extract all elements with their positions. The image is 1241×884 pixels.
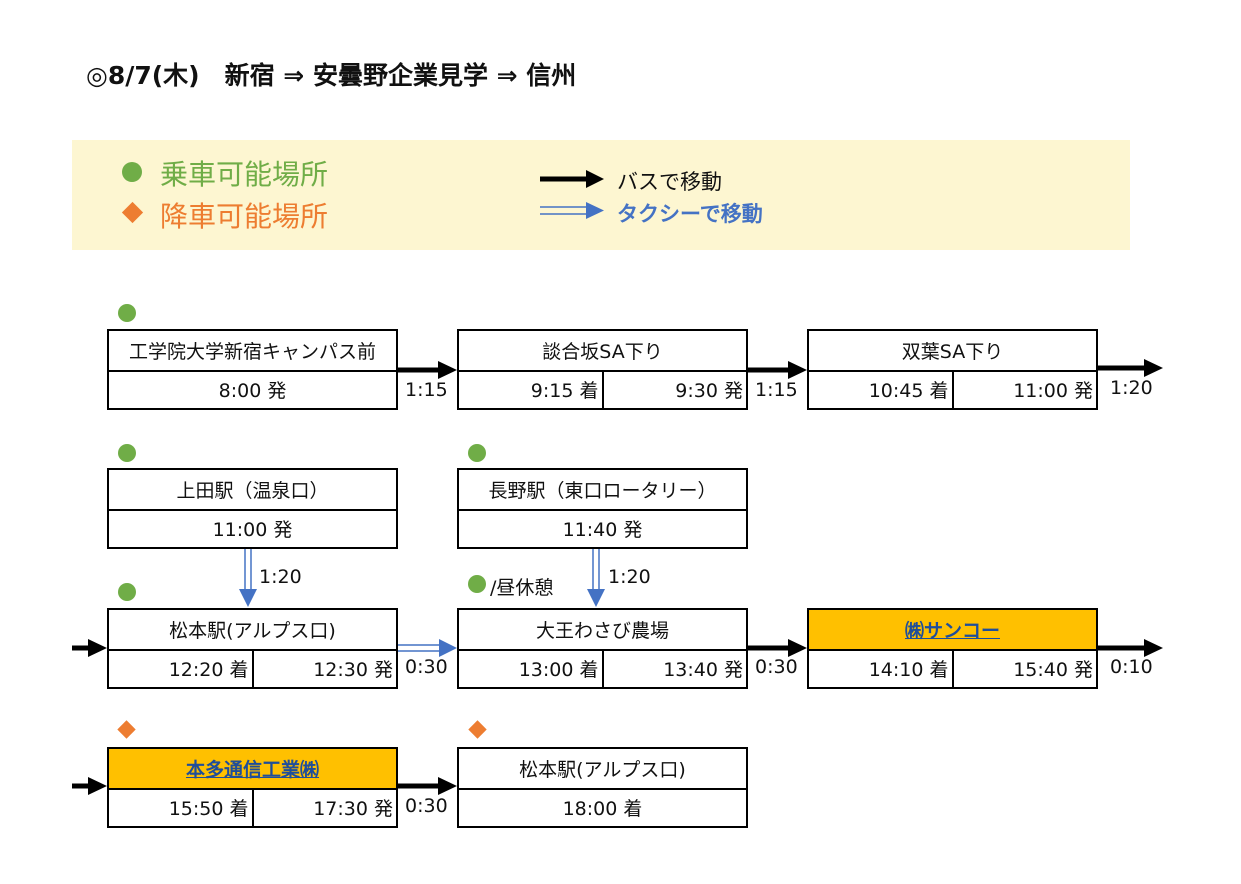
taxi-arrow-row3 xyxy=(397,639,457,657)
stop-name: 松本駅(アルプス口) xyxy=(109,610,396,651)
departure-time: 13:40 発 xyxy=(601,650,747,687)
bus-arrow-in-row3 xyxy=(72,639,107,657)
bus-arrow-in-row4 xyxy=(72,777,107,795)
stop-ueda: 上田駅（温泉口） 11:00 発 xyxy=(107,468,398,549)
bus-arrow-4 xyxy=(747,639,807,657)
departure-time: 8:00 発 xyxy=(218,380,287,402)
stop-nagano: 長野駅（東口ロータリー） 11:40 発 xyxy=(457,468,748,549)
arrival-time: 12:20 着 xyxy=(168,659,249,681)
stop-name: 長野駅（東口ロータリー） xyxy=(459,470,746,511)
legend-boarding-label: 乗車可能場所 xyxy=(160,158,329,191)
stop-sanko: ㈱サンコー 14:10 着 15:40 発 xyxy=(807,608,1098,689)
arrival-time: 14:10 着 xyxy=(868,659,949,681)
departure-time: 15:40 発 xyxy=(951,650,1097,687)
boarding-dot-icon xyxy=(468,575,486,593)
duration-label: 1:20 xyxy=(1110,377,1153,399)
stop-matsumoto-1: 松本駅(アルプス口) 12:20 着 12:30 発 xyxy=(107,608,398,689)
legend-taxi-label: タクシーで移動 xyxy=(617,202,763,226)
duration-label: 1:20 xyxy=(259,566,302,588)
duration-label: 1:15 xyxy=(755,379,798,401)
legend-taxi-arrow-icon xyxy=(540,202,604,219)
stop-name: 談合坂SA下り xyxy=(459,331,746,372)
boarding-dot-icon xyxy=(118,583,136,601)
departure-time: 11:40 発 xyxy=(562,519,643,541)
stop-name: 双葉SA下り xyxy=(809,331,1096,372)
stop-name: 上田駅（温泉口） xyxy=(109,470,396,511)
taxi-arrow-ueda xyxy=(239,549,257,607)
duration-label: 1:15 xyxy=(405,379,448,401)
arrival-time: 10:45 着 xyxy=(868,380,949,402)
legend-bus-label: バスで移動 xyxy=(617,170,722,194)
bus-arrow-5 xyxy=(1097,639,1163,657)
boarding-dot-icon xyxy=(118,304,136,322)
bus-arrow-6 xyxy=(397,777,457,795)
bus-arrow-2 xyxy=(747,361,807,379)
stop-futaba: 双葉SA下り 10:45 着 11:00 発 xyxy=(807,329,1098,410)
departure-time: 12:30 発 xyxy=(251,650,397,687)
arrival-time: 15:50 着 xyxy=(168,798,249,820)
duration-label: 0:10 xyxy=(1110,656,1153,678)
departure-time: 17:30 発 xyxy=(251,789,397,826)
departure-time: 11:00 発 xyxy=(951,371,1097,408)
stop-dangozaka: 談合坂SA下り 9:15 着 9:30 発 xyxy=(457,329,748,410)
page-title: ◎8/7(木) 新宿 ⇒ 安曇野企業見学 ⇒ 信州 xyxy=(86,61,577,90)
arrival-time: 13:00 着 xyxy=(518,659,599,681)
boarding-dot-icon xyxy=(468,444,486,462)
arrival-time: 18:00 着 xyxy=(562,798,643,820)
duration-label: 0:30 xyxy=(405,795,448,817)
company-link-honda[interactable]: 本多通信工業㈱ xyxy=(185,759,319,781)
boarding-dot-icon xyxy=(118,444,136,462)
duration-label: 0:30 xyxy=(755,656,798,678)
duration-label: 0:30 xyxy=(405,656,448,678)
stop-matsumoto-2: 松本駅(アルプス口) 18:00 着 xyxy=(457,747,748,828)
departure-time: 11:00 発 xyxy=(212,519,293,541)
duration-label: 1:20 xyxy=(608,566,651,588)
stop-name: 松本駅(アルプス口) xyxy=(459,749,746,790)
stop-daio: 大王わさび農場 13:00 着 13:40 発 xyxy=(457,608,748,689)
boarding-dot-icon xyxy=(122,162,142,182)
bus-arrow-3 xyxy=(1097,359,1163,377)
legend-bus-arrow-icon xyxy=(540,170,604,188)
legend-panel xyxy=(72,140,1130,250)
stop-name: 工学院大学新宿キャンパス前 xyxy=(109,331,396,372)
stop-kogakuin: 工学院大学新宿キャンパス前 8:00 発 xyxy=(107,329,398,410)
legend-alighting-label: 降車可能場所 xyxy=(160,200,329,233)
taxi-arrow-nagano xyxy=(587,549,605,607)
lunch-note: /昼休憩 xyxy=(490,577,554,599)
company-link-sanko[interactable]: ㈱サンコー xyxy=(904,620,1000,642)
stop-name: 大王わさび農場 xyxy=(459,610,746,651)
bus-arrow-1 xyxy=(397,361,457,379)
departure-time: 9:30 発 xyxy=(601,371,747,408)
stop-honda: 本多通信工業㈱ 15:50 着 17:30 発 xyxy=(107,747,398,828)
arrival-time: 9:15 着 xyxy=(530,380,599,402)
